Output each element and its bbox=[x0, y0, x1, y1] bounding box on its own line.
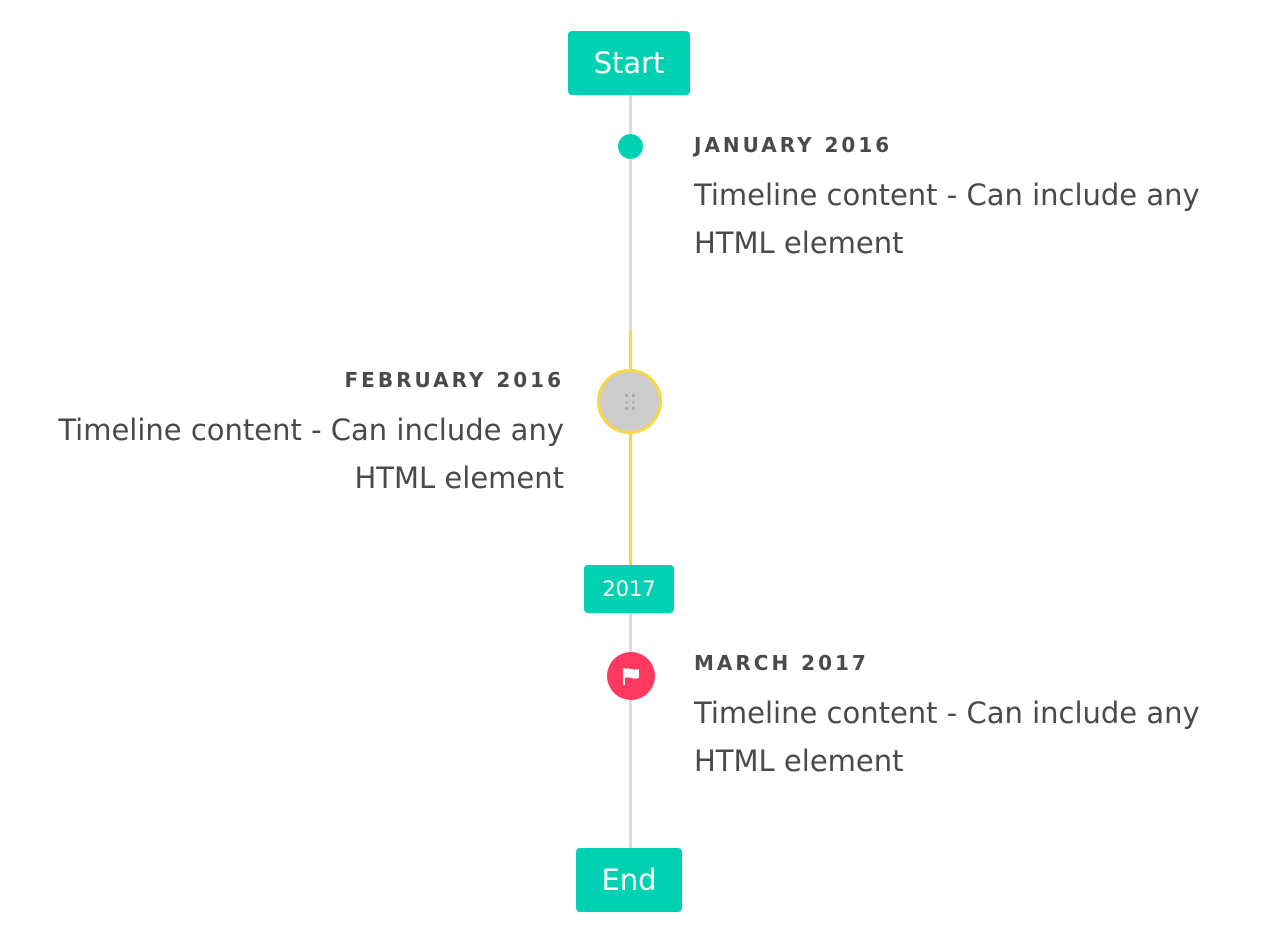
timeline-item-heading: JANUARY 2016 bbox=[694, 133, 893, 157]
timeline-item-heading: MARCH 2017 bbox=[694, 651, 869, 675]
end-label: End bbox=[601, 863, 657, 897]
timeline-item-content: Timeline content - Can include any HTML … bbox=[694, 178, 1200, 260]
timeline-marker-dot bbox=[618, 134, 643, 159]
timeline-year-tag: 2017 bbox=[584, 565, 674, 613]
timeline-item-content: Timeline content - Can include any HTML … bbox=[58, 413, 564, 495]
timeline-end-tag: End bbox=[576, 848, 682, 912]
timeline-marker-image bbox=[597, 369, 662, 434]
start-label: Start bbox=[593, 46, 665, 80]
flag-icon bbox=[623, 668, 639, 685]
timeline-item-heading: FEBRUARY 2016 bbox=[344, 368, 564, 392]
year-label: 2017 bbox=[602, 577, 656, 601]
timeline-item-content: Timeline content - Can include any HTML … bbox=[694, 696, 1200, 778]
timeline-line-segment bbox=[629, 94, 632, 330]
timeline-line-segment bbox=[629, 612, 632, 849]
timeline-line-segment-warning bbox=[629, 330, 632, 566]
image-placeholder-icon bbox=[624, 393, 635, 410]
timeline-start-tag: Start bbox=[568, 31, 690, 95]
timeline-marker-icon bbox=[607, 652, 655, 700]
